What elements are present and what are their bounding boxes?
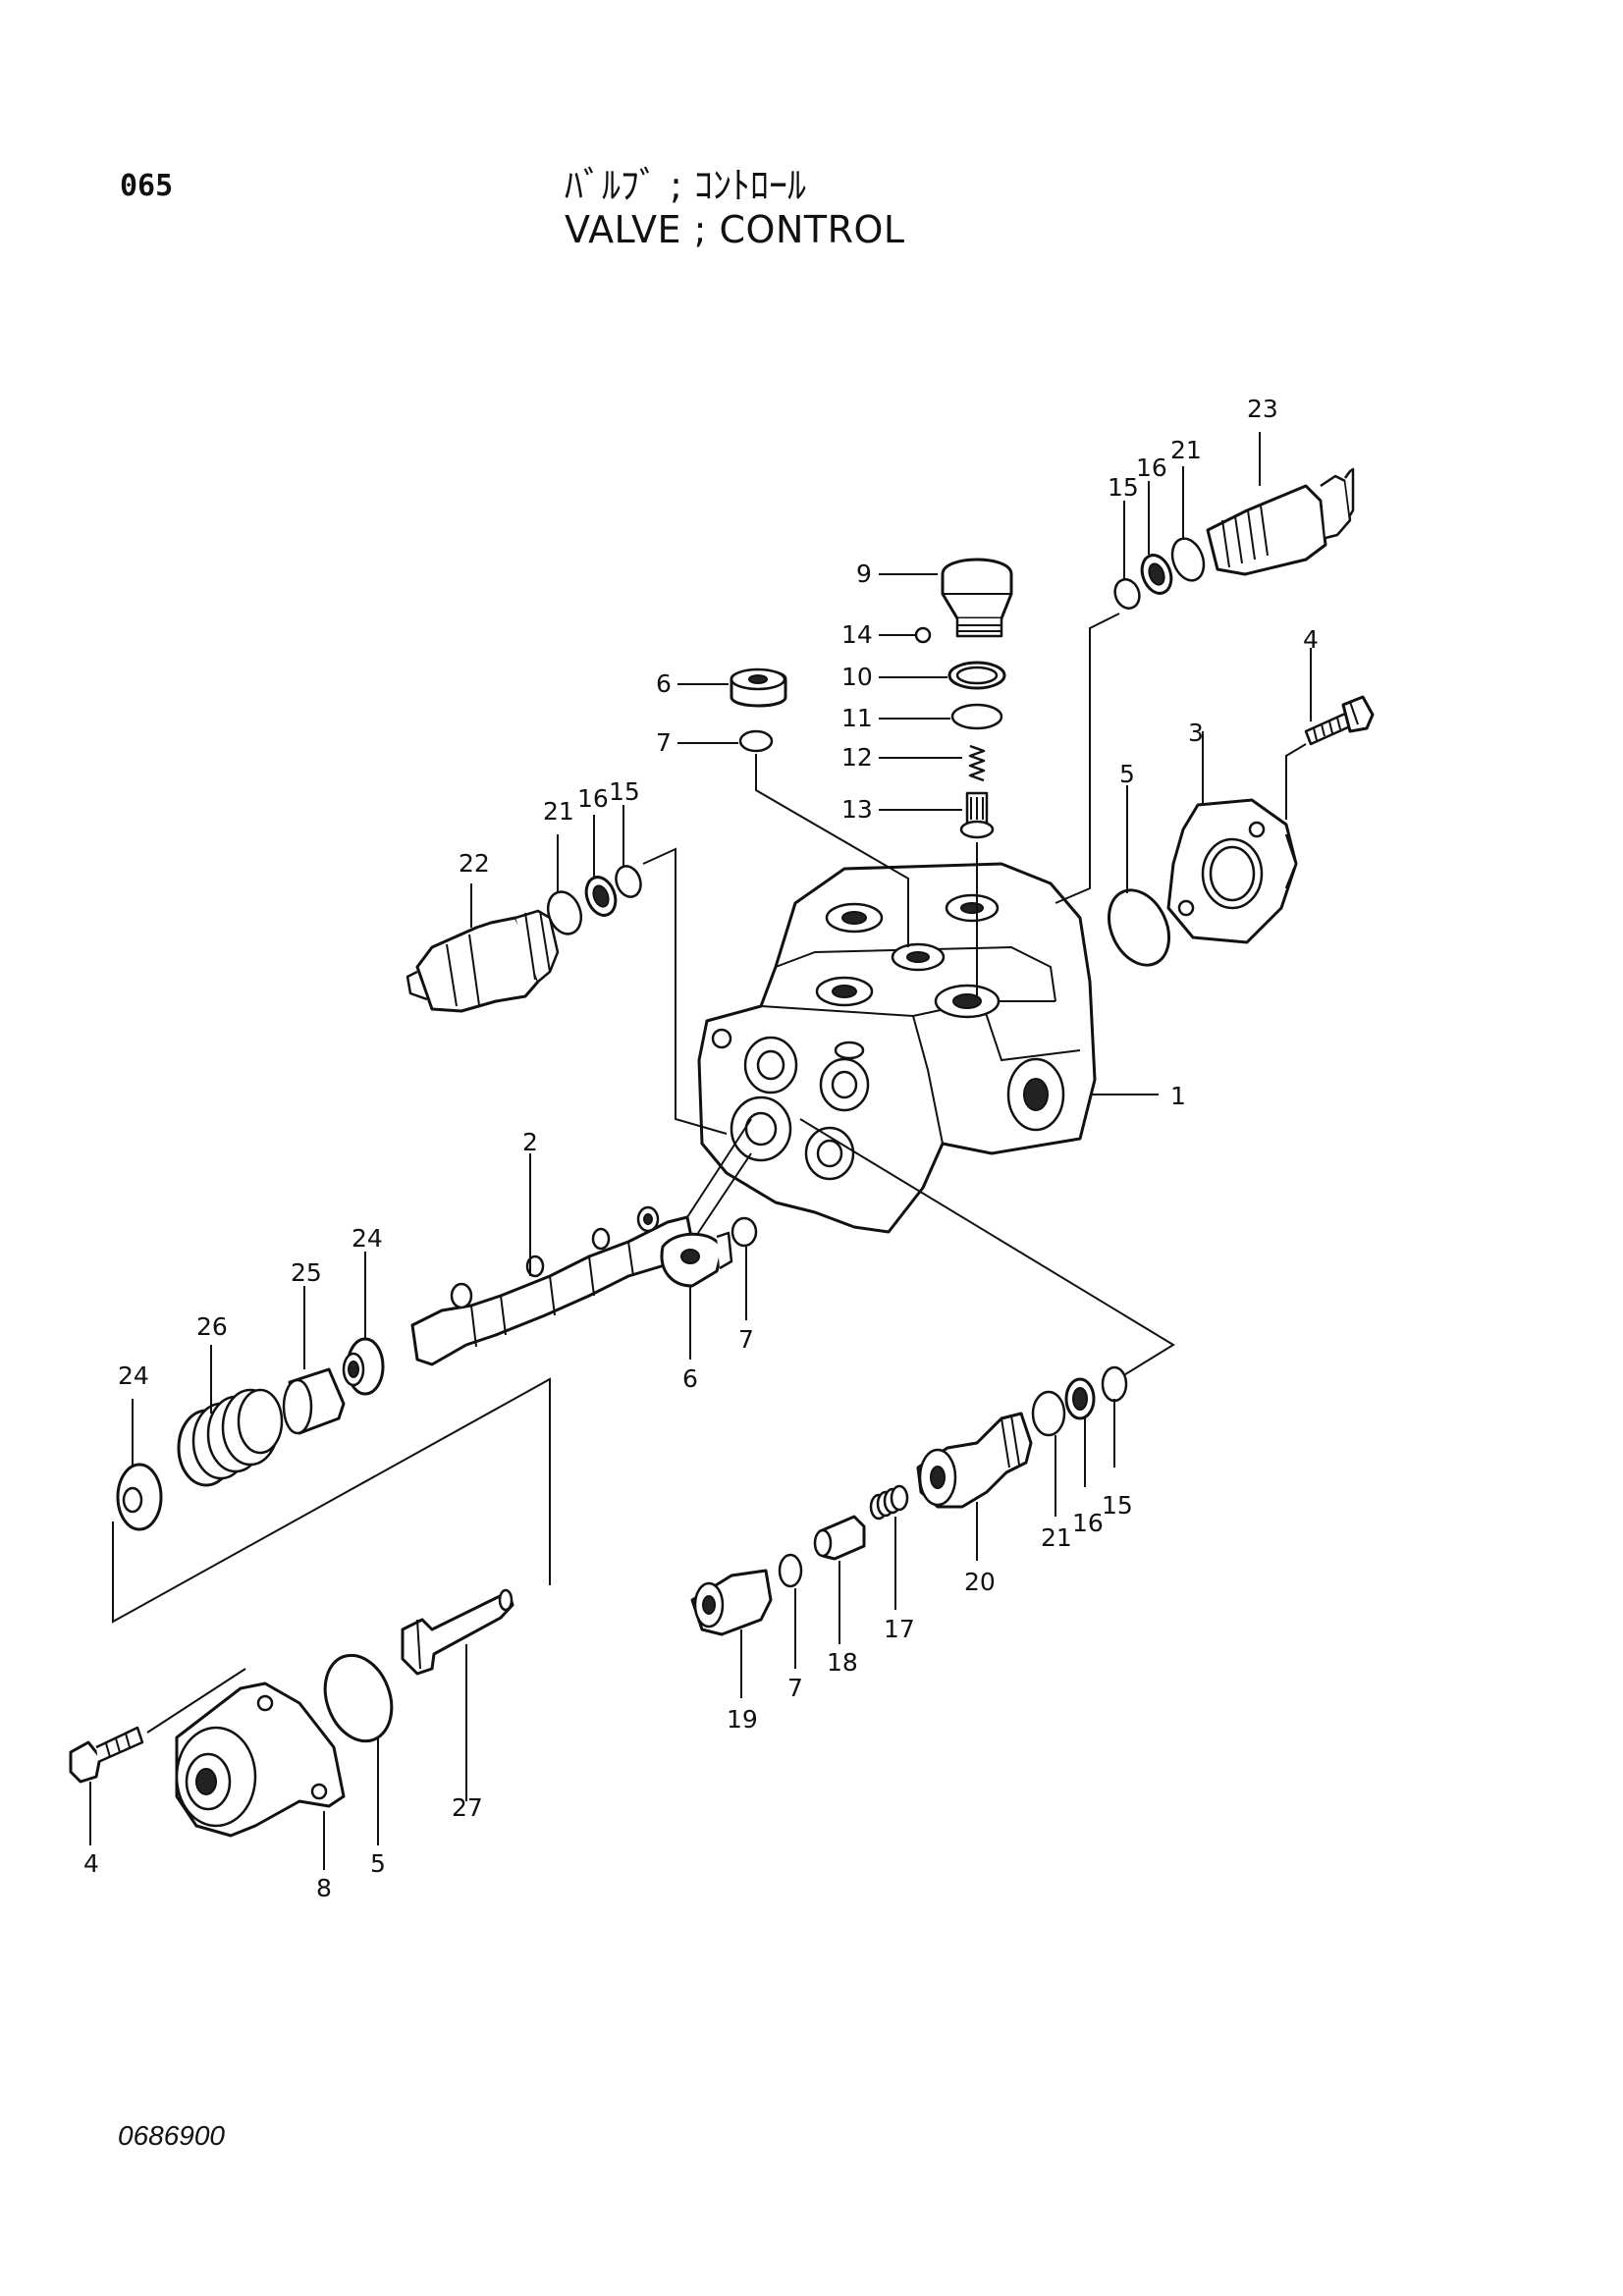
plug-part-6-upper (730, 667, 787, 708)
sleeve-part-25 (282, 1367, 346, 1435)
seat-part-24 (116, 1463, 163, 1531)
page-number: 065 (120, 169, 174, 203)
callout-2: 2 (522, 1128, 538, 1156)
rod-part-27 (401, 1588, 514, 1676)
plug-part-19 (690, 1569, 773, 1636)
bolt-part-4-lower (69, 1726, 144, 1784)
title-japanese: ﾊﾞﾙﾌﾞ ; ｺﾝﾄﾛｰﾙ (565, 164, 806, 207)
callout-6-upper: 6 (656, 669, 672, 698)
callout-6-lower: 6 (682, 1364, 698, 1393)
valve-body (697, 862, 1159, 1234)
callout-1: 1 (1170, 1082, 1186, 1110)
callout-5-lower: 5 (370, 1849, 386, 1878)
oring-part-5-lower (323, 1653, 394, 1743)
callout-16-left: 16 (577, 784, 609, 813)
callout-21-left: 21 (543, 797, 574, 826)
callout-10: 10 (841, 663, 873, 691)
callout-16-upper: 16 (1136, 454, 1167, 482)
oring-part-5-upper (1108, 888, 1170, 967)
callout-14: 14 (841, 620, 873, 649)
relief-valve-part-23 (1206, 467, 1355, 576)
callout-7-right: 7 (787, 1674, 803, 1702)
callout-22: 22 (459, 849, 490, 878)
drawing-number: 0686900 (118, 2120, 226, 2151)
oring-part-7-upper (738, 729, 774, 753)
callout-12: 12 (841, 743, 873, 772)
spool-part-2 (410, 1205, 694, 1366)
spring-part-12 (968, 744, 986, 782)
callout-26: 26 (196, 1312, 228, 1341)
spring-part-26 (177, 1388, 284, 1487)
callout-20: 20 (964, 1568, 996, 1596)
callout-18: 18 (827, 1648, 858, 1677)
callout-15-lower: 15 (1102, 1491, 1133, 1520)
callout-4-upper: 4 (1303, 625, 1319, 654)
callout-24-lower: 24 (118, 1362, 149, 1390)
callout-15-left: 15 (609, 777, 640, 806)
oring-part-21-lower (1031, 1390, 1066, 1437)
callout-16-lower: 16 (1072, 1509, 1104, 1537)
callout-15-upper: 15 (1108, 473, 1139, 502)
plug-part-9 (879, 558, 1013, 638)
oring-part-15-lower (1101, 1365, 1128, 1403)
oring-part-7-lower (730, 1216, 758, 1248)
relief-valve-part-20 (916, 1412, 1033, 1509)
poppet-part-18 (813, 1515, 866, 1561)
callout-5-upper: 5 (1119, 760, 1135, 788)
spring-part-17 (869, 1484, 909, 1521)
collar-part-24 (342, 1337, 385, 1396)
callout-11: 11 (841, 704, 873, 732)
oring-part-11 (950, 703, 1003, 730)
callout-21-lower: 21 (1041, 1523, 1072, 1552)
oring-part-21-upper (1170, 537, 1206, 582)
callout-25: 25 (291, 1258, 322, 1287)
callout-13: 13 (841, 795, 873, 824)
ball-part-14 (914, 626, 932, 644)
relief-valve-part-22 (406, 909, 560, 1013)
title-english: VALVE ; CONTROL (565, 208, 905, 251)
callout-7-upper: 7 (656, 728, 672, 757)
callout-3: 3 (1188, 719, 1204, 747)
callout-21-upper: 21 (1170, 436, 1202, 464)
callout-labels: 1 2 3 4 4 5 5 6 6 7 7 7 8 9 10 11 12 13 … (83, 395, 1319, 1902)
callout-9: 9 (856, 560, 872, 588)
callout-19: 19 (727, 1705, 758, 1734)
cap-part-8 (175, 1682, 346, 1838)
oring-part-15-left (615, 865, 642, 898)
callout-27: 27 (452, 1793, 483, 1822)
plug-part-6-lower (660, 1231, 733, 1288)
flange-part-3 (1166, 798, 1298, 944)
callout-8: 8 (316, 1874, 332, 1902)
callout-4-lower: 4 (83, 1849, 99, 1878)
callout-17: 17 (884, 1615, 915, 1643)
oring-part-7-right (778, 1553, 803, 1588)
callout-7-lower: 7 (738, 1325, 754, 1354)
oring-part-15-upper (1113, 578, 1141, 610)
callout-24-upper: 24 (352, 1224, 383, 1253)
poppet-part-13 (959, 791, 995, 839)
bolt-part-4-upper (1304, 695, 1375, 746)
callout-23: 23 (1247, 395, 1278, 423)
